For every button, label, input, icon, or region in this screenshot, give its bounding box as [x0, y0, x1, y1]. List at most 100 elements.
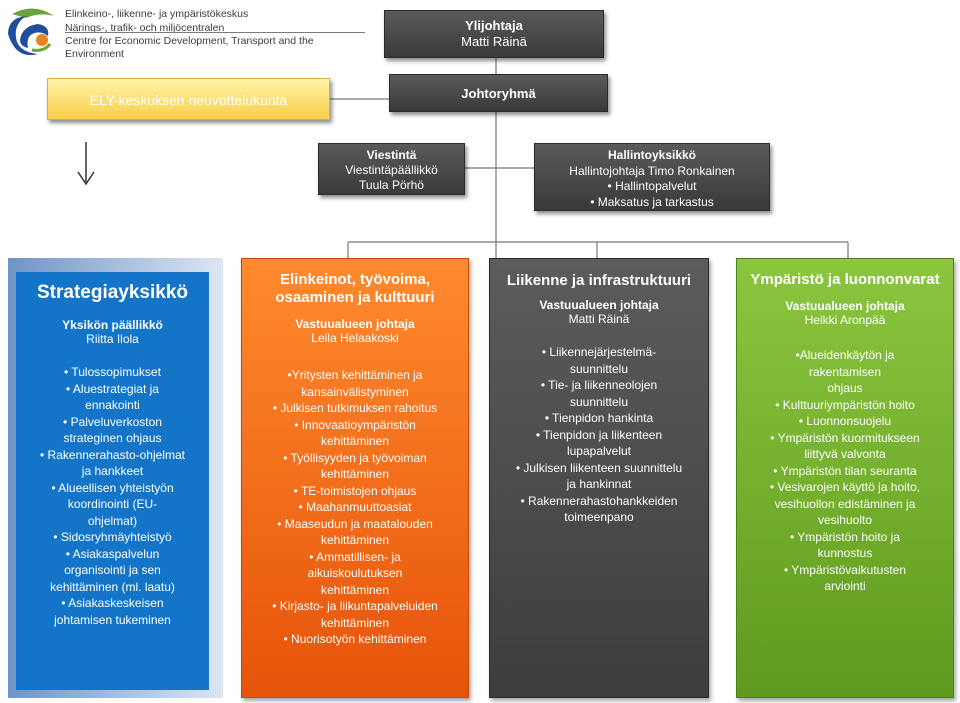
logo-line-en: Centre for Economic Development, Transpo…	[65, 35, 314, 60]
responsibility-item: • Asiakaspalvelun	[65, 546, 160, 561]
responsibility-item: • Nuorisotyön kehittäminen	[283, 632, 427, 646]
responsibility-item: • Ympäristön hoito ja	[789, 529, 901, 544]
liikenne-column: Liikenne ja infrastruktuuri Vastuualueen…	[489, 258, 709, 698]
responsibility-item: kehittäminen	[320, 615, 390, 630]
responsibility-list: •Alueidenkäytön ja rakentamisen ohjaus • Ku…	[741, 347, 949, 595]
responsibility-item: kehittäminen	[320, 582, 390, 597]
column-title: Strategiayksikkö	[36, 282, 189, 303]
responsibility-item: vesihuolto	[817, 513, 873, 527]
responsibility-item: • Liikennejärjestelmä-	[541, 345, 657, 359]
responsibility-item: suunnittelu	[569, 394, 629, 409]
viestinta-role: Viestintäpäällikkö	[345, 163, 438, 177]
responsibility-item: koordinointi (EU-	[67, 497, 158, 511]
responsibility-item: rakentamisen	[808, 364, 882, 379]
responsibility-item: kehittäminen	[320, 434, 390, 448]
responsibility-item: • Tulossopimukset	[64, 365, 161, 379]
logo-line-fi: Elinkeino-, liikenne- ja ympäristökeskus	[65, 8, 249, 20]
ely-logo	[4, 4, 60, 60]
strategiayksikko-panel: Strategiayksikkö Yksikön päällikkö Riitt…	[16, 272, 209, 690]
responsibility-item: • Alueellisen yhteistyön	[51, 480, 174, 495]
manager-title: Yksikön päällikkö	[62, 318, 163, 332]
responsibility-item: toimeenpano	[564, 510, 634, 524]
responsibility-item: •Yritysten kehittäminen ja	[287, 368, 423, 382]
responsibility-item: arviointi	[824, 579, 866, 593]
manager-name: Riitta Ilola	[86, 332, 139, 346]
responsibility-item: •Alueidenkäytön ja	[795, 348, 895, 362]
responsibility-item: • Kirjasto- ja liikuntapalveluiden	[272, 599, 438, 613]
logo-divider	[65, 32, 365, 33]
manager-title: Vastuualueen johtaja	[785, 299, 905, 313]
responsibility-item: • Rakennerahasto-ohjelmat	[40, 447, 185, 462]
responsibility-list: • Liikennejärjestelmä-suunnittelu • Tie- …	[494, 344, 704, 526]
responsibility-item: • Työllisyyden ja työvoiman	[283, 450, 427, 465]
responsibility-item: • Vesivarojen käyttö ja hoito,	[769, 480, 921, 494]
hallinto-item: • Maksatus ja tarkastus	[590, 194, 714, 209]
responsibility-item: strateginen ohjaus	[63, 431, 162, 445]
johtoryhma-box: Johtoryhmä	[389, 74, 608, 112]
responsibility-list: •Yritysten kehittäminen ja kansainvälisty…	[246, 367, 464, 648]
responsibility-item: • Ympäristön kuormitukseen	[770, 430, 920, 445]
responsibility-item: • TE-toimistojen ohjaus	[293, 483, 417, 498]
ely-logo-icon	[8, 8, 54, 56]
responsibility-list: • Tulossopimukset • Aluestrategiat ja enna…	[19, 364, 206, 628]
responsibility-item: suunnittelu	[569, 361, 629, 376]
responsibility-item: ohjelmat)	[87, 513, 138, 528]
manager-title: Vastuualueen johtaja	[539, 298, 659, 312]
viestinta-title: Viestintä	[366, 148, 417, 162]
responsibility-item: vesihuollon edistäminen ja	[774, 496, 916, 511]
manager-name: Heikki Aronpää	[804, 313, 886, 327]
responsibility-item: • Kulttuuriympäristön hoito	[775, 397, 915, 412]
responsibility-item: aikuiskoulutuksen	[307, 566, 403, 580]
responsibility-item: ennakointi	[85, 398, 140, 412]
hallintoyksikko-box: Hallintoyksikkö Hallintojohtaja Timo Ron…	[534, 143, 770, 211]
responsibility-item: kehittäminen (ml. laatu)	[50, 579, 175, 594]
manager-name: Leila Helaakoski	[311, 331, 399, 345]
hallinto-item: • Hallintopalvelut	[607, 179, 697, 193]
responsibility-item: lupapalvelut	[566, 444, 632, 458]
hallinto-title: Hallintoyksikkö	[607, 148, 697, 162]
column-title: Liikenne ja infrastruktuuri	[506, 272, 692, 289]
responsibility-item: • Ammatillisen- ja	[309, 549, 401, 564]
responsibility-item: ja hankinnat	[566, 477, 632, 491]
responsibility-item: • Ympäristön tilan seuranta	[773, 463, 917, 478]
elinkeinot-column: Elinkeinot, työvoima, osaaminen ja kultt…	[241, 258, 469, 698]
strategiayksikko-column: Strategiayksikkö Yksikön päällikkö Riitt…	[8, 258, 223, 698]
responsibility-item: kunnostus	[817, 546, 873, 560]
viestinta-box: Viestintä Viestintäpäällikkö Tuula Pörhö	[318, 143, 465, 195]
responsibility-item: • Luonnonsuojelu	[798, 414, 892, 428]
responsibility-item: • Tie- ja liikenneolojen	[540, 378, 658, 392]
responsibility-item: • Julkisen liikenteen suunnittelu	[515, 460, 683, 475]
responsibility-item: • Asiakaskeskeisen	[61, 596, 164, 610]
ylijohtaja-box: Ylijohtaja Matti Räinä	[384, 10, 604, 58]
manager-title: Vastuualueen johtaja	[295, 317, 415, 331]
responsibility-item: • Tienpidon hankinta	[544, 411, 654, 425]
ylijohtaja-name: Matti Räinä	[461, 34, 527, 49]
ylijohtaja-title: Ylijohtaja	[465, 18, 523, 33]
responsibility-item: • Palveluverkoston	[63, 414, 162, 429]
responsibility-item: • Rakennerahastohankkeiden	[520, 493, 678, 508]
viestinta-name: Tuula Pörhö	[359, 178, 424, 192]
responsibility-item: ohjaus	[827, 381, 863, 395]
responsibility-item: • Aluestrategiat ja	[66, 381, 159, 396]
manager-name: Matti Räinä	[568, 312, 630, 326]
ymparisto-column: Ympäristö ja luonnonvarat Vastuualueen j…	[736, 258, 954, 698]
hallinto-role: Hallintojohtaja Timo Ronkainen	[569, 163, 735, 178]
responsibility-item: kehittäminen	[320, 533, 390, 547]
responsibility-item: • Innovaatioympäristön	[294, 417, 416, 432]
responsibility-item: kansainvälistyminen	[301, 384, 409, 399]
responsibility-item: organisointi ja sen	[64, 563, 161, 577]
responsibility-item: • Sidosryhmäyhteistyö	[53, 530, 172, 544]
responsibility-item: • Ympäristövaikutusten	[783, 562, 907, 577]
responsibility-item: • Maaseudun ja maatalouden	[277, 516, 433, 531]
logo-line-sv: Närings-, trafik- och miljöcentralen	[65, 22, 225, 34]
responsibility-item: • Tienpidon ja liikenteen	[535, 427, 663, 442]
responsibility-item: • Maahanmuuttoasiat	[298, 500, 412, 514]
responsibility-item: johtamisen tukeminen	[54, 612, 171, 627]
responsibility-item: kehittäminen	[320, 467, 390, 481]
column-title: Ympäristö ja luonnonvarat	[750, 271, 940, 288]
neuvottelukunta-box: ELY-keskuksen neuvottelukunta	[47, 78, 330, 120]
responsibility-item: • Julkisen tutkimuksen rahoitus	[272, 401, 438, 415]
logo-text: Elinkeino-, liikenne- ja ympäristökeskus…	[65, 8, 375, 61]
responsibility-item: liittyvä valvonta	[804, 447, 886, 461]
